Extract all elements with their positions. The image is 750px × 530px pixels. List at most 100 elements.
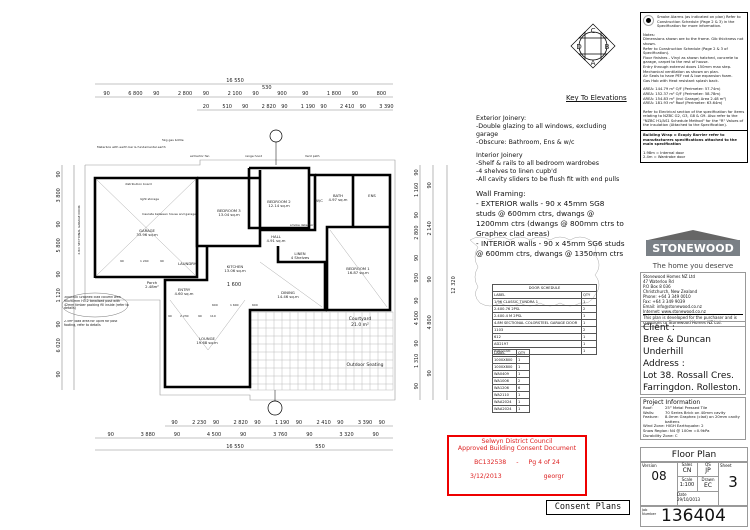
- note-line: -Shelf & rails to all bedroom wardrobes: [476, 160, 600, 167]
- elevation-c: C: [591, 27, 596, 35]
- wall-framing-title: Wall Framing:: [476, 189, 526, 198]
- version-label: Version: [642, 463, 657, 468]
- table-cell: WAA2024: [492, 405, 517, 413]
- table-cell: WA2110: [492, 391, 517, 399]
- dimension-lines: [61, 83, 448, 451]
- date-label: Date: [677, 492, 687, 497]
- stamp-user: georgr: [543, 473, 565, 480]
- dimension-label: 600: [212, 303, 218, 307]
- room-label: W/C: [315, 198, 323, 203]
- room-label: BEDROOM 1: [346, 266, 370, 271]
- table-cell: 1: [516, 356, 530, 364]
- overall-width-bottom: 16 550: [226, 444, 244, 450]
- note-line: -All cavity sliders to be flush fit with…: [476, 176, 620, 183]
- door-note: 1.98m = Internal door: [643, 150, 684, 155]
- spec-note: Floor finishes - Vinyl as shown hatched,…: [643, 55, 739, 65]
- dimension-label: 90: [414, 212, 420, 218]
- fax-label: Fax:: [643, 299, 652, 304]
- wrap-note: Building Wrap = Ecoply Barrier refer to …: [643, 133, 737, 147]
- version: 08: [651, 469, 667, 483]
- project-info-title: Project Information: [643, 399, 701, 406]
- dimension-label: 90: [56, 321, 62, 327]
- approved-document-label: Approved Building Consent Document: [457, 445, 577, 452]
- room-area: 4.91 sq.m: [267, 238, 286, 243]
- project-row: Feature:8.0mm Graphex (clad) on 20mm cav…: [643, 414, 743, 424]
- brand-name: STONEWOOD: [652, 242, 733, 255]
- stamp-date: 3/12/2013: [469, 473, 502, 480]
- elevation-marker: [267, 129, 283, 416]
- dimension-label: 90: [56, 221, 62, 227]
- table-cell: 1: [581, 319, 597, 327]
- plan-callout: Insulate between house and garage: [142, 212, 196, 216]
- joinery-notes: Exterior Joinery: -Double glazing to all…: [476, 115, 626, 264]
- exterior-joinery-title: Exterior Joinery:: [476, 115, 527, 122]
- table-cell: 1000X800: [492, 356, 517, 364]
- dimension-label: 90: [174, 432, 180, 438]
- company-line: Christchurch, New Zealand: [643, 289, 698, 294]
- dimension-label: 5 800: [56, 238, 62, 252]
- consent-plans-label: Consent Plans: [546, 500, 630, 515]
- roof-outline: [84, 159, 396, 401]
- project-value: 8.0mm Graphex (clad) on 20mm cavity batt…: [665, 414, 740, 424]
- spec-note: Notes:: [643, 32, 655, 37]
- room-label: ENS: [368, 193, 376, 198]
- table-cell: 1: [581, 312, 597, 320]
- project-key: Walls:: [643, 409, 655, 415]
- room-area: 12.14 sq.m: [268, 203, 290, 208]
- smoke-alarm-note: Smoke Alarms (as indicated on plan) Refe…: [657, 15, 741, 29]
- column-header: QTY: [516, 349, 530, 357]
- overall-width-top: 16 550: [226, 78, 244, 84]
- smoke-alarm-icon: [643, 15, 654, 26]
- project-information: Project Information Roof: 25° Metal Press…: [640, 397, 746, 441]
- table-cell: 2: [581, 305, 597, 313]
- project-value: 25° Metal Pressed Tile: [665, 405, 708, 410]
- table-cell: AD2197: [492, 340, 582, 348]
- dimension-label: 90: [427, 182, 433, 188]
- sales: CN: [682, 467, 692, 474]
- room-label: BATH: [333, 193, 343, 198]
- table-cell: 1: [581, 298, 597, 306]
- company-line: Stonewood Homes NZ Ltd: [643, 274, 696, 279]
- room-label: ENTRY: [178, 287, 191, 292]
- room-label: Porch: [147, 280, 158, 285]
- job-number-label: Job Number: [642, 508, 657, 516]
- dimension-label: 600: [252, 303, 258, 307]
- room-area: 4.60 sq.m: [175, 291, 194, 296]
- outdoor-seating-label: Outdoor Seating: [347, 362, 384, 368]
- phone-label: Phone:: [643, 294, 657, 299]
- sheet-title: Floor Plan: [640, 447, 748, 463]
- consent-stamp: Selwyn District Council Approved Buildin…: [447, 435, 587, 496]
- dimension-label: 90: [360, 104, 366, 110]
- council-name: Selwyn District Council: [481, 438, 553, 445]
- room-area: 13.04 sq.m: [218, 212, 240, 217]
- spec-note: Refer to Construction Schedule (Page 2 &…: [643, 46, 728, 56]
- dimension-label: 4 500: [414, 311, 420, 325]
- room-label: HALL: [271, 234, 282, 239]
- dimension-label: 90: [337, 420, 343, 426]
- website: www.stonewood.co.nz: [661, 309, 706, 314]
- dimension-label: 90: [427, 370, 433, 376]
- table-cell: 2: [581, 326, 597, 334]
- dimension-label: 90: [372, 432, 378, 438]
- client-name: Underhill: [643, 347, 684, 357]
- dimension-label: 90: [198, 314, 202, 318]
- courtyard-paving: [249, 311, 394, 391]
- kitchen-bench-dim: 1 600: [227, 282, 241, 288]
- elevation-b: B: [605, 43, 610, 51]
- elevation-a: A: [591, 59, 596, 67]
- dimension-label: 4 500: [207, 432, 221, 438]
- table-cell: 1: [516, 370, 530, 378]
- plan-callout: light storage: [140, 197, 159, 201]
- room-area: 4.97 sq.m: [329, 197, 348, 202]
- project-key: Roof:: [643, 405, 653, 410]
- job-number: 136404: [661, 506, 726, 526]
- dimension-label: 3 390: [379, 104, 393, 110]
- dimension-label: 110: [210, 314, 216, 318]
- client-label: Client :: [643, 323, 675, 333]
- table-cell: 2.4X0.4 M 2PSL: [492, 312, 582, 320]
